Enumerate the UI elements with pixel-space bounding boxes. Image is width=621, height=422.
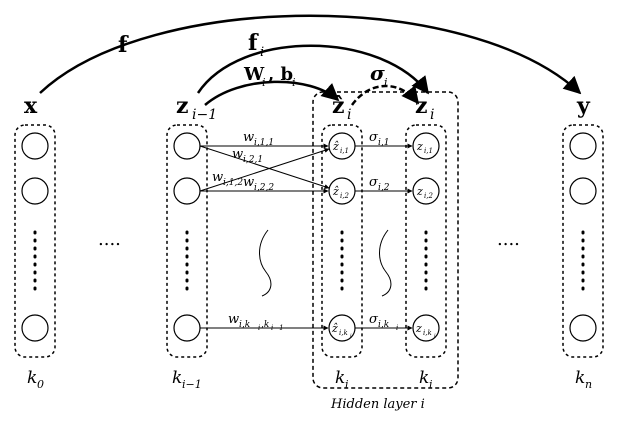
node-label-zk-sub2: i	[434, 333, 436, 339]
node-y-1	[569, 132, 597, 160]
column-box-z	[405, 124, 447, 358]
label-sigma: σ	[370, 61, 385, 85]
arc-sigma	[350, 84, 420, 106]
node-z-k	[412, 314, 440, 342]
bottom-kn-sub: n	[585, 378, 592, 391]
head-z-prev: z	[176, 93, 189, 119]
bottom-k0: k	[27, 368, 37, 388]
label-f: f	[118, 32, 129, 58]
label-sk-sub: i,k	[378, 320, 389, 330]
label-w21: w	[232, 147, 243, 162]
label-wk: w	[228, 312, 239, 327]
column-box-z-prev	[166, 124, 208, 358]
label-wk-sub4: i−1	[271, 324, 284, 332]
node-label-zhat2-sub: i,2	[340, 192, 349, 200]
head-z-prev-sub: i−1	[192, 107, 217, 123]
hidden-layer-box	[312, 91, 459, 389]
arc-f-i	[196, 44, 430, 95]
node-zprev-1	[173, 132, 201, 160]
bottom-kprev: k	[172, 368, 182, 388]
node-y-k	[569, 314, 597, 342]
label-w11-sub: i,1,1	[254, 138, 274, 148]
node-label-zhat1: ẑ	[332, 140, 339, 153]
column-box-x	[14, 124, 56, 358]
label-f-i-sub: i	[260, 45, 264, 60]
head-z: z	[415, 93, 428, 119]
label-w22-sub: i,2,2	[254, 183, 274, 193]
label-wk-sub2: i	[258, 324, 260, 332]
node-x-1	[21, 132, 49, 160]
label-s1: σ	[369, 130, 379, 145]
label-wk-sub3: ,k	[261, 320, 269, 330]
node-label-z1-sub: i,1	[424, 147, 433, 155]
bottom-kn: k	[575, 368, 585, 388]
node-label-zk: z	[415, 322, 422, 335]
bottom-ki-b: k	[419, 368, 429, 388]
label-w12-sub: i,1,2	[223, 178, 243, 188]
head-x: x	[24, 93, 38, 119]
node-z-2	[412, 177, 440, 205]
label-wk-sub: i,k	[239, 320, 250, 330]
bottom-ki-a: k	[335, 368, 345, 388]
ellipsis-right: ....	[497, 229, 520, 250]
head-zhat: ẑ	[332, 93, 345, 119]
head-z-sub: i	[430, 107, 434, 123]
node-y-2	[569, 177, 597, 205]
bottom-k0-sub: 0	[37, 378, 44, 391]
label-sk-sub2: i	[396, 324, 398, 332]
node-label-zhat2: ẑ	[332, 185, 339, 198]
label-b-sub: i	[292, 76, 296, 89]
label-s2-sub: i,2	[378, 183, 390, 193]
node-x-2	[21, 177, 49, 205]
label-w21-sub: i,2,1	[243, 155, 263, 165]
head-zhat-sub: i	[347, 107, 351, 123]
label-w22: w	[243, 175, 254, 190]
label-sigma-sub: i	[384, 76, 388, 89]
node-label-z1: z	[416, 140, 423, 153]
label-b: , b	[268, 64, 293, 85]
column-box-y	[562, 124, 604, 358]
node-label-zhatk: ẑ	[331, 322, 338, 335]
squiggle-weights	[259, 229, 272, 297]
arc-w-b	[204, 80, 340, 106]
node-label-zk-sub: i,k	[423, 329, 432, 337]
node-x-k	[21, 314, 49, 342]
bottom-kprev-sub: i−1	[182, 378, 202, 391]
node-label-z2: z	[416, 185, 423, 198]
bottom-ki-b-sub: i	[429, 378, 433, 391]
node-zprev-k	[173, 314, 201, 342]
node-label-z2-sub: i,2	[424, 192, 433, 200]
label-W-sub: i	[262, 76, 266, 89]
arc-f	[39, 14, 582, 95]
edge-w12	[199, 148, 330, 192]
edge-w21	[199, 145, 330, 189]
label-sk: σ	[369, 312, 379, 327]
label-W: W	[243, 64, 265, 85]
label-w11: w	[243, 130, 254, 145]
node-label-zhat1-sub: i,1	[340, 147, 349, 155]
head-y: y	[576, 93, 591, 119]
squiggle-sigmas	[379, 229, 392, 297]
node-zprev-2	[173, 177, 201, 205]
node-z-1	[412, 132, 440, 160]
hidden-layer-caption: Hidden layer i	[330, 397, 425, 412]
bottom-ki-a-sub: i	[345, 378, 349, 391]
label-f-i: f	[248, 30, 259, 56]
ellipsis-left: ....	[98, 229, 121, 250]
label-w12: w	[212, 170, 223, 185]
column-box-zhat	[321, 124, 363, 358]
node-label-zhatk-sub2: i	[350, 333, 352, 339]
label-s1-sub: i,1	[378, 138, 389, 148]
label-s2: σ	[369, 175, 379, 190]
node-label-zhatk-sub: i,k	[339, 329, 348, 337]
